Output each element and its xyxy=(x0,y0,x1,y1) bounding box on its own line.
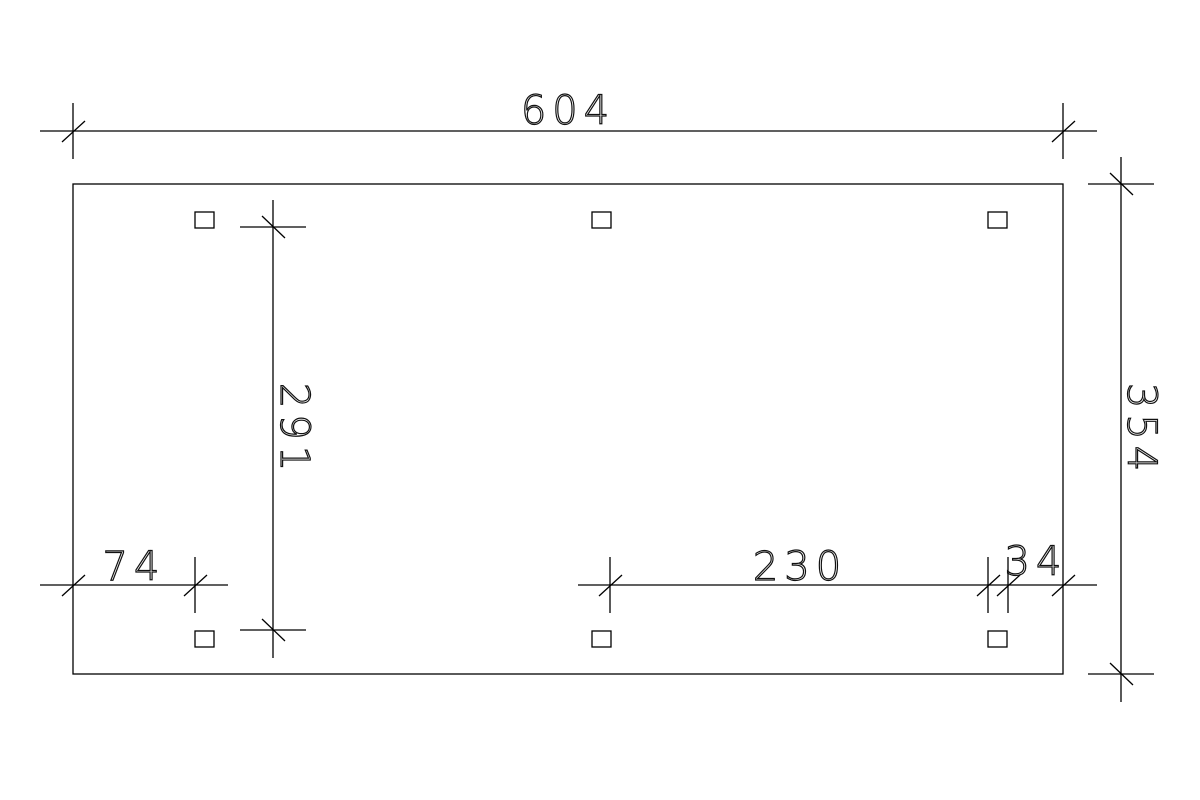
dimension-right-offset: 34 xyxy=(996,538,1076,613)
dimension-label-right-offset: 34 xyxy=(1005,539,1068,585)
dimension-label-post-spacing: 230 xyxy=(753,544,847,590)
dimension-left-offset: 74 xyxy=(40,543,228,613)
post-top-left xyxy=(194,211,215,229)
posts xyxy=(194,211,1008,648)
dimension-label-width: 604 xyxy=(521,88,615,134)
post-bottom-right xyxy=(987,630,1008,648)
footprint-outline xyxy=(72,183,1064,675)
post-top-right xyxy=(987,211,1008,229)
post-top-middle xyxy=(591,211,612,229)
dimension-label-depth: 354 xyxy=(1118,383,1164,477)
post-bottom-middle xyxy=(591,630,612,648)
dimension-post-span-depth: 291 xyxy=(240,200,318,658)
dimension-label-post-span: 291 xyxy=(271,383,317,477)
post-bottom-left xyxy=(194,630,215,648)
dimension-overall-depth: 354 xyxy=(1088,157,1165,702)
dimension-overall-width: 604 xyxy=(40,87,1097,159)
dimension-label-left-offset: 74 xyxy=(103,544,166,590)
dimension-post-spacing: 230 xyxy=(578,543,1097,613)
